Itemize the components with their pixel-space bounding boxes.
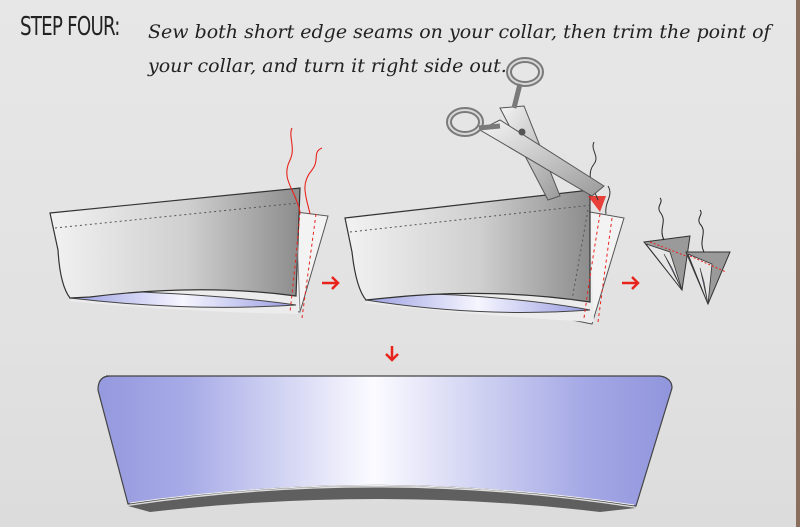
right-arrow-icon: [622, 276, 640, 290]
collar-sewn: [49, 127, 329, 319]
step-instruction: Sew both short edge seams on your collar…: [148, 21, 771, 77]
collar-trimmed: [344, 141, 625, 325]
step-heading: STEP FOUR:: [20, 12, 120, 42]
scissors-icon: [446, 57, 605, 201]
down-arrow-icon: [385, 346, 399, 362]
trimmed-corners: [643, 197, 731, 306]
collar-finished: [97, 375, 673, 512]
right-arrow-icon: [322, 276, 340, 290]
